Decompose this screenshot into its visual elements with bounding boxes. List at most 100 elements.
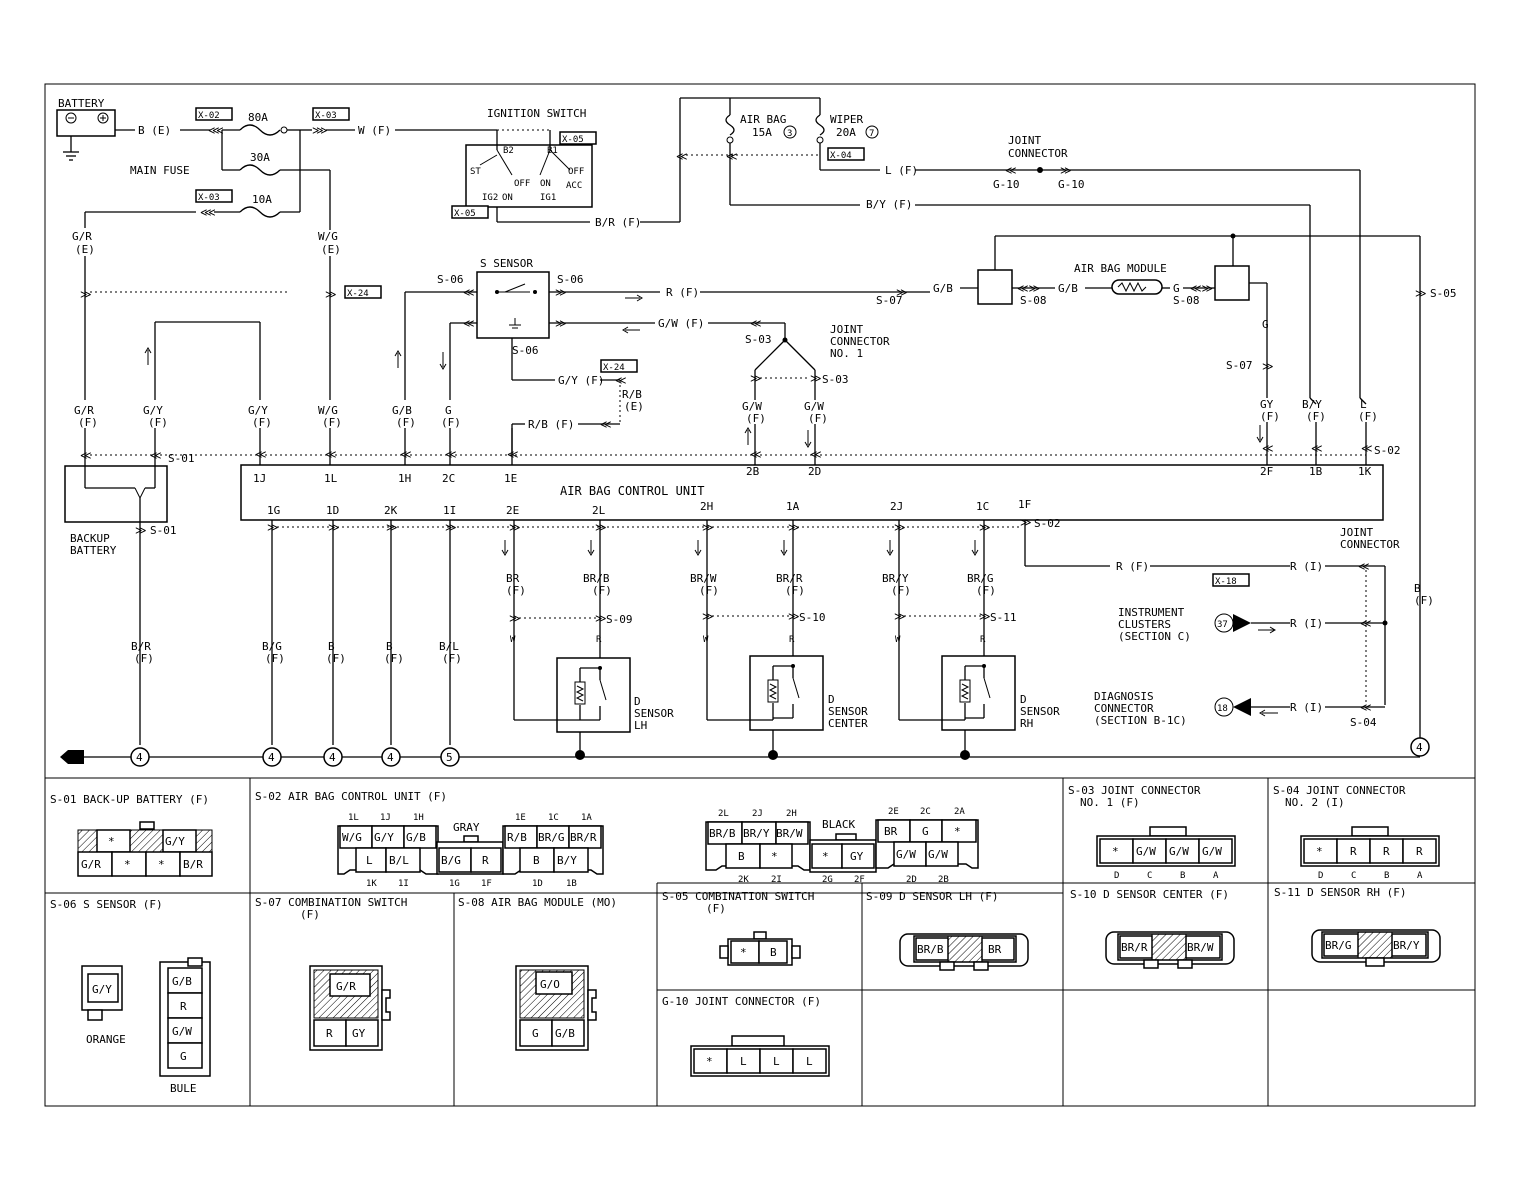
svg-text:1L: 1L bbox=[324, 472, 338, 485]
svg-text:≫: ≫ bbox=[80, 288, 92, 301]
svg-text:S-04 JOINT CONNECTOR: S-04 JOINT CONNECTOR bbox=[1273, 784, 1406, 797]
diagnosis-connector-number: 18 bbox=[1217, 704, 1228, 714]
svg-text:G/Y: G/Y bbox=[248, 404, 268, 417]
svg-text:≪: ≪ bbox=[1361, 442, 1373, 455]
ground-icon bbox=[60, 750, 84, 764]
svg-text:S-09 D SENSOR LH (F): S-09 D SENSOR LH (F) bbox=[866, 890, 998, 903]
fuse-10a: 10A bbox=[252, 193, 272, 206]
connector-x02: X-02 bbox=[198, 111, 220, 121]
svg-text:2K: 2K bbox=[738, 875, 749, 885]
svg-text:BR: BR bbox=[884, 825, 898, 838]
connector-s03: S-03 bbox=[745, 333, 772, 346]
svg-text:ACC: ACC bbox=[566, 181, 582, 191]
svg-text:BR/W: BR/W bbox=[1187, 941, 1214, 954]
legend-grid bbox=[45, 778, 1475, 1106]
svg-text:B/Y: B/Y bbox=[1302, 398, 1322, 411]
bottom-wires bbox=[271, 520, 1026, 745]
svg-text:G/Y: G/Y bbox=[165, 835, 185, 848]
instrument-clusters-label: INSTRUMENT bbox=[1118, 606, 1185, 619]
svg-text:G/Y: G/Y bbox=[92, 983, 112, 996]
svg-text:*: * bbox=[771, 850, 778, 863]
svg-text:R/B: R/B bbox=[507, 831, 527, 844]
connector-s03: S-03 bbox=[822, 373, 849, 386]
svg-text:B/G: B/G bbox=[262, 640, 282, 653]
svg-text:G/W: G/W bbox=[1202, 845, 1222, 858]
wire-label: W bbox=[895, 635, 901, 645]
airbag-module-left bbox=[977, 269, 1013, 305]
svg-text:A: A bbox=[1417, 871, 1423, 881]
svg-text:2L: 2L bbox=[592, 504, 606, 517]
svg-text:S-10 D SENSOR CENTER (F): S-10 D SENSOR CENTER (F) bbox=[1070, 888, 1229, 901]
svg-text:(F): (F) bbox=[785, 584, 805, 597]
fuse-30a-icon bbox=[239, 164, 281, 176]
svg-text:≪: ≪ bbox=[80, 449, 92, 462]
wire-label: B/R (F) bbox=[595, 216, 641, 229]
svg-text:(F): (F) bbox=[506, 584, 526, 597]
wire-label: (E) bbox=[624, 400, 644, 413]
svg-text:BR/R: BR/R bbox=[776, 572, 803, 585]
svg-text:G/R: G/R bbox=[74, 404, 94, 417]
svg-text:4: 4 bbox=[136, 751, 143, 764]
svg-text:(F): (F) bbox=[148, 416, 168, 429]
svg-text:≫: ≫ bbox=[979, 521, 991, 534]
joint-connector-1-label: JOINT bbox=[830, 323, 863, 336]
svg-text:R: R bbox=[326, 1027, 333, 1040]
connector-x04: X-04 bbox=[830, 151, 852, 161]
svg-text:GY: GY bbox=[1260, 398, 1274, 411]
svg-text:B: B bbox=[1384, 871, 1389, 881]
svg-text:R: R bbox=[180, 1000, 187, 1013]
instrument-clusters-number: 37 bbox=[1217, 620, 1228, 630]
svg-text:B/R: B/R bbox=[183, 858, 203, 871]
svg-text:B/G: B/G bbox=[441, 854, 461, 867]
wire-label: G bbox=[1173, 282, 1180, 295]
fuse-80a: 80A bbox=[248, 111, 268, 124]
wire-label: R bbox=[789, 635, 795, 645]
svg-text:≪: ≪ bbox=[1360, 701, 1372, 714]
wire-label: R/B bbox=[622, 388, 642, 401]
svg-text:B: B bbox=[328, 640, 335, 653]
svg-text:2B: 2B bbox=[746, 465, 760, 478]
svg-text:B/L: B/L bbox=[389, 854, 409, 867]
fuse-30a: 30A bbox=[250, 151, 270, 164]
svg-text:GRAY: GRAY bbox=[453, 821, 480, 834]
svg-text:⋘: ⋘ bbox=[200, 206, 216, 219]
svg-text:IG1: IG1 bbox=[540, 193, 556, 203]
svg-text:G/W: G/W bbox=[172, 1025, 192, 1038]
svg-text:1D: 1D bbox=[326, 504, 339, 517]
legend-s09: S-09 D SENSOR LH (F) BR/B BR bbox=[866, 890, 1029, 971]
svg-text:*: * bbox=[706, 1055, 713, 1068]
d-sensor-center-label: SENSOR bbox=[828, 705, 868, 718]
backup-battery bbox=[64, 465, 168, 523]
airbag-module-right bbox=[1214, 265, 1250, 301]
instrument-clusters-label: CLUSTERS bbox=[1118, 618, 1171, 631]
svg-text:B: B bbox=[770, 946, 777, 959]
svg-text:(F): (F) bbox=[441, 416, 461, 429]
connector-x05: X-05 bbox=[562, 135, 584, 145]
joint-connector-1-label: NO. 1 bbox=[830, 347, 863, 360]
svg-text:(F): (F) bbox=[976, 584, 996, 597]
svg-text:2L: 2L bbox=[718, 809, 729, 819]
instrument-clusters-label: (SECTION C) bbox=[1118, 630, 1191, 643]
svg-text:1F: 1F bbox=[481, 879, 492, 889]
svg-text:BULE: BULE bbox=[170, 1082, 197, 1095]
airbag-module-label: AIR BAG MODULE bbox=[1074, 262, 1167, 275]
svg-text:(F): (F) bbox=[322, 416, 342, 429]
svg-text:G/B: G/B bbox=[555, 1027, 575, 1040]
signal-arrows bbox=[501, 540, 979, 556]
wire-label: R bbox=[980, 635, 986, 645]
svg-text:A: A bbox=[1213, 871, 1219, 881]
wire-label: (E) bbox=[321, 243, 341, 256]
svg-text:≪: ≪ bbox=[600, 418, 612, 431]
svg-text:R: R bbox=[1350, 845, 1357, 858]
svg-text:≫: ≫ bbox=[788, 610, 800, 623]
wiper-fuse-label: WIPER bbox=[830, 113, 863, 126]
svg-text:≪: ≪ bbox=[1358, 560, 1370, 573]
svg-text:≫: ≫ bbox=[595, 521, 607, 534]
svg-text:2I: 2I bbox=[771, 875, 782, 885]
wire-label: R (F) bbox=[1116, 560, 1149, 573]
svg-text:(F): (F) bbox=[746, 412, 766, 425]
svg-text:L: L bbox=[806, 1055, 813, 1068]
d-sensor-lh-label: LH bbox=[634, 719, 647, 732]
svg-text:*: * bbox=[108, 835, 115, 848]
